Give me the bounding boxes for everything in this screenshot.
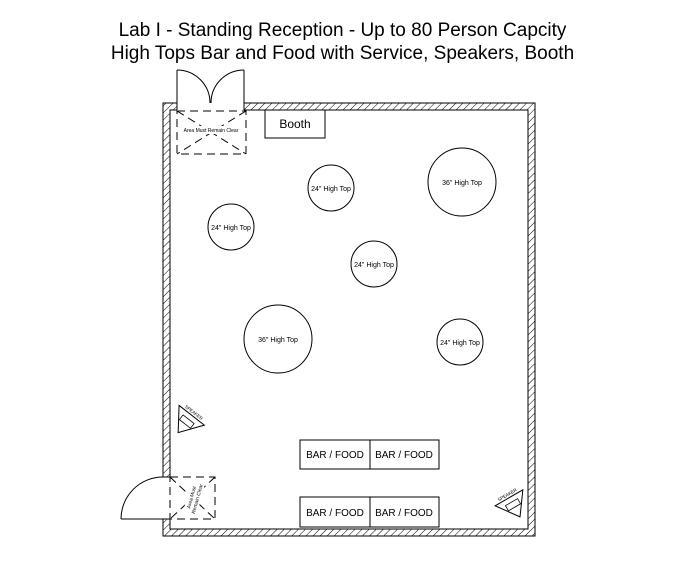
clear-area-top-label: Area Must Remain Clear	[184, 128, 239, 134]
title-line-1: Lab I - Standing Reception - Up to 80 Pe…	[118, 20, 567, 41]
station-label: BAR / FOOD	[306, 450, 364, 461]
high-top-label: 36" High Top	[442, 180, 482, 187]
high-top-label: 24" High Top	[440, 340, 480, 347]
bar-food-station-2: BAR / FOOD	[369, 439, 440, 470]
clear-area-left-label-1: Area Must	[186, 485, 198, 509]
booth-label: Booth	[279, 117, 310, 131]
station-label: BAR / FOOD	[306, 508, 364, 519]
high-top-label: 36" High Top	[258, 337, 298, 344]
high-top-table-3: 24" High Top	[207, 203, 255, 251]
speaker-left: SPEAKER	[177, 404, 206, 434]
high-top-table-1: 24" High Top	[307, 164, 355, 212]
high-top-table-5: 36" High Top	[243, 304, 313, 374]
title-line-2: High Tops Bar and Food with Service, Spe…	[110, 43, 575, 64]
high-top-label: 24" High Top	[311, 186, 351, 193]
station-label: BAR / FOOD	[375, 450, 433, 461]
top-double-door	[176, 69, 245, 104]
station-label: BAR / FOOD	[375, 508, 433, 519]
high-top-label: 24" High Top	[211, 225, 251, 232]
clear-area-left: Area Must Remain Clear	[169, 476, 216, 520]
high-top-table-4: 24" High Top	[350, 240, 398, 288]
clear-area-top: Area Must Remain Clear	[176, 110, 247, 155]
left-door	[120, 476, 164, 520]
room-walls	[162, 102, 536, 537]
high-top-label: 24" High Top	[354, 262, 394, 269]
bar-food-station-1: BAR / FOOD	[299, 439, 371, 470]
bar-food-station-3: BAR / FOOD	[299, 496, 371, 528]
bar-food-station-4: BAR / FOOD	[369, 496, 440, 528]
high-top-table-2: 36" High Top	[427, 147, 497, 217]
high-top-table-6: 24" High Top	[436, 318, 484, 366]
booth: Booth	[264, 109, 326, 139]
